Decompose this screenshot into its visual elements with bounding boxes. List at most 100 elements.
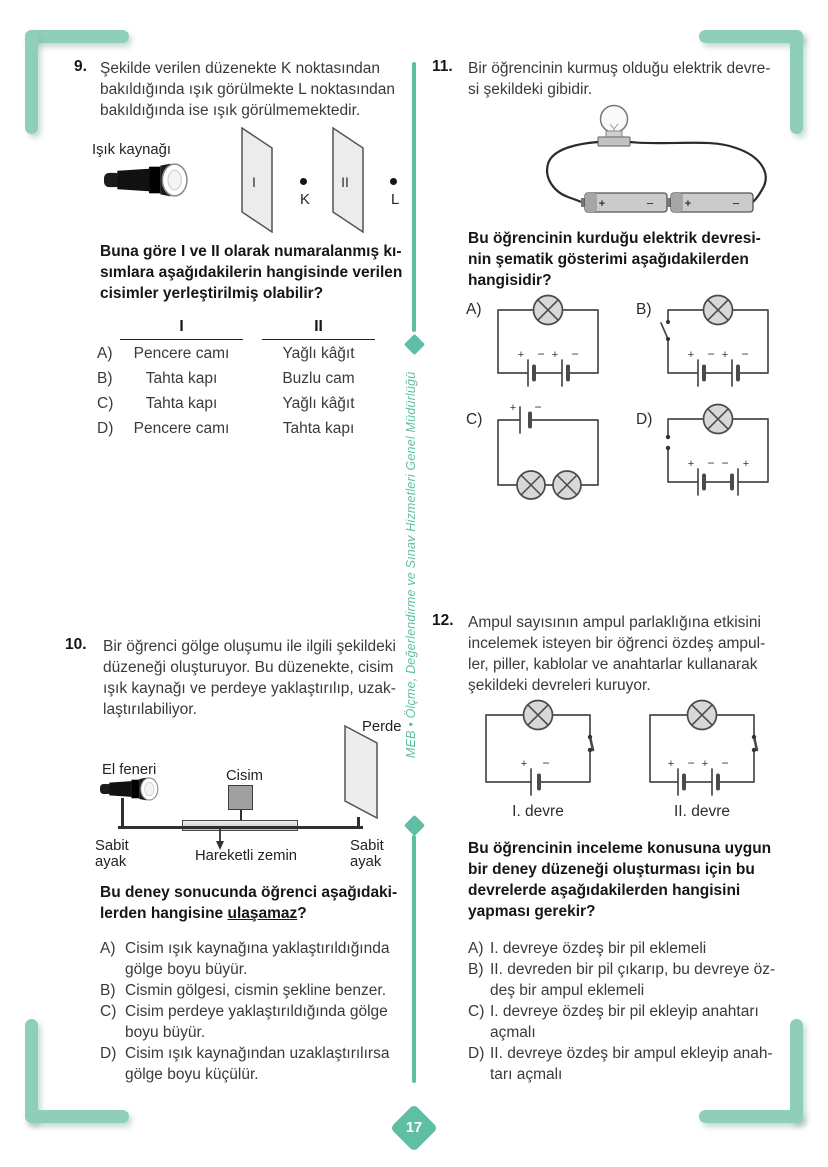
svg-text:I: I	[252, 174, 256, 190]
svg-text:−: −	[707, 347, 714, 361]
panel-2-figure: II	[332, 127, 364, 233]
corner-bracket-bottom-right-v	[790, 1019, 803, 1123]
object-square	[228, 785, 253, 810]
option-b-label: B)	[636, 301, 652, 318]
q12-question: Bu öğrencinin inceleme konusuna uygun bi…	[468, 838, 771, 922]
flashlight-icon	[100, 777, 159, 801]
column-divider-line-top	[412, 62, 416, 332]
movable-ground-label: Hareketli zemin	[195, 848, 297, 864]
svg-text:−: −	[542, 756, 549, 770]
svg-text:−: −	[687, 756, 694, 770]
right-stand-label: Sabit ayak	[350, 838, 384, 870]
svg-text:−: −	[646, 196, 654, 211]
stem-line: düzeneği oluşturuyor. Bu düzenekte, cisi…	[103, 659, 394, 676]
circuit-option-b-figure: + − + −	[660, 294, 769, 387]
corner-bracket-bottom-left-h	[25, 1110, 129, 1123]
q10-question: Bu deney sonucunda öğrenci aşağıdaki- le…	[100, 882, 397, 924]
svg-text:−: −	[537, 347, 544, 361]
switch-contact	[665, 434, 671, 440]
svg-text:+: +	[599, 198, 605, 210]
object-label: Cisim	[226, 768, 263, 784]
table-row: D) Pencere camı Tahta kapı	[97, 420, 355, 437]
question-line: lerden hangisine ulaşamaz?	[100, 905, 307, 922]
option-d-label: D)	[636, 411, 653, 428]
stem-line: incelemek isteyen bir öğrenci özdeş ampu…	[468, 635, 766, 652]
column-divider-line-bottom	[412, 835, 416, 1083]
option-d: D) II. devreye özdeş bir ampul ekleyip a…	[468, 1045, 773, 1083]
q12-stem: Ampul sayısının ampul parlaklığına etkis…	[468, 612, 765, 696]
q10-options: A) Cisim ışık kaynağına yaklaştırıldığın…	[100, 938, 389, 1085]
option-b: B) Cismin gölgesi, cismin şekline benzer…	[100, 982, 387, 999]
question-line: Bu öğrencinin kurduğu elektrik devresi-	[468, 230, 761, 247]
svg-text:+: +	[688, 349, 694, 361]
svg-text:−: −	[732, 196, 740, 211]
question-line: yapması gerekir?	[468, 903, 596, 920]
svg-text:+: +	[518, 349, 524, 361]
svg-text:+: +	[510, 402, 516, 414]
question-line: devrelerde aşağıdakilerden hangisini	[468, 882, 741, 899]
flashlight-icon	[104, 163, 188, 197]
svg-text:+: +	[668, 758, 674, 770]
table-header-col2: II	[262, 318, 375, 340]
question-line: hangisidir?	[468, 272, 552, 289]
stem-line: ler, piller, kablolar ve anahtarlar kull…	[468, 656, 758, 673]
stem-line: si şekildeki gibidir.	[468, 81, 593, 98]
option-c: C) I. devreye özdeş bir pil ekleyip anah…	[468, 1003, 759, 1041]
svg-text:−: −	[721, 456, 728, 470]
svg-text:−: −	[721, 756, 728, 770]
svg-text:−: −	[741, 347, 748, 361]
circuit-option-d-figure: + − − +	[665, 403, 769, 496]
option-d: D) Cisim ışık kaynağından uzaklaştırılır…	[100, 1045, 390, 1083]
switch-contact	[751, 734, 757, 740]
stem-line: Şekilde verilen düzenekte K noktasından	[100, 60, 381, 77]
svg-text:+: +	[702, 758, 708, 770]
hand-drawn-circuit-figure: + − + −	[546, 104, 767, 213]
question-line: nin şematik gösterimi aşağıdakilerden	[468, 251, 749, 268]
stem-line: Bir öğrenci gölge oluşumu ile ilgili şek…	[103, 638, 396, 655]
switch-contact	[587, 734, 593, 740]
q12-number: 12.	[432, 612, 454, 629]
stem-line: Ampul sayısının ampul parlaklığına etkis…	[468, 614, 761, 631]
circuit-1-figure: + −	[485, 699, 595, 796]
point-l-dot	[390, 178, 397, 185]
publisher-vertical-text: MEB • Ölçme, Değerlendirme ve Sınav Hizm…	[404, 371, 418, 758]
corner-bracket-top-right-h	[699, 30, 803, 43]
screen-figure	[344, 724, 378, 820]
table-header-col1: I	[120, 318, 243, 340]
table-row: A) Pencere camı Yağlı kâğıt	[97, 345, 355, 362]
switch-contact	[587, 747, 593, 753]
question-line: Buna göre I ve II olarak numaralanmış kı…	[100, 243, 402, 260]
svg-text:+: +	[688, 458, 694, 470]
q12-options: A) I. devreye özdeş bir pil eklemeli B) …	[468, 938, 775, 1085]
divider-diamond-lower	[403, 814, 426, 837]
movable-ground	[182, 820, 298, 831]
flashlight-label: El feneri	[102, 762, 157, 778]
stem-line: Bir öğrencinin kurmuş olduğu elektrik de…	[468, 60, 771, 77]
table-row: B) Tahta kapı Buzlu cam	[97, 370, 355, 387]
circuit-2-label: II. devre	[674, 803, 730, 820]
option-c: C) Cisim perdeye yaklaştırıldığında gölg…	[100, 1003, 388, 1041]
svg-text:−: −	[534, 401, 541, 414]
q10-number: 10.	[65, 636, 87, 653]
svg-text:+: +	[521, 758, 527, 770]
corner-bracket-bottom-left-v	[25, 1019, 38, 1123]
stem-line: bakıldığında ışık görülmekte L noktasınd…	[100, 81, 395, 98]
question-line: Bu deney sonucunda öğrenci aşağıdaki-	[100, 884, 398, 901]
circuit-2-figure: + − + −	[649, 699, 759, 796]
down-arrow-icon	[216, 828, 224, 850]
page-number-badge: 17	[389, 1103, 439, 1153]
battery-icon: + −	[667, 192, 754, 213]
table-header-row: I II	[97, 318, 375, 341]
q11-number: 11.	[432, 58, 453, 75]
svg-text:+: +	[722, 349, 728, 361]
svg-text:II: II	[341, 174, 349, 190]
q9-stem: Şekilde verilen düzenekte K noktasından …	[100, 58, 395, 121]
q9-question: Buna göre I ve II olarak numaralanmış kı…	[100, 241, 402, 304]
corner-bracket-top-right-v	[790, 30, 803, 134]
page-number: 17	[405, 1119, 423, 1136]
svg-text:−: −	[707, 456, 714, 470]
panel-1-figure: I	[241, 127, 273, 233]
q11-question: Bu öğrencinin kurduğu elektrik devresi- …	[468, 228, 761, 291]
switch-contact	[666, 337, 670, 341]
point-k-label: K	[300, 192, 310, 208]
